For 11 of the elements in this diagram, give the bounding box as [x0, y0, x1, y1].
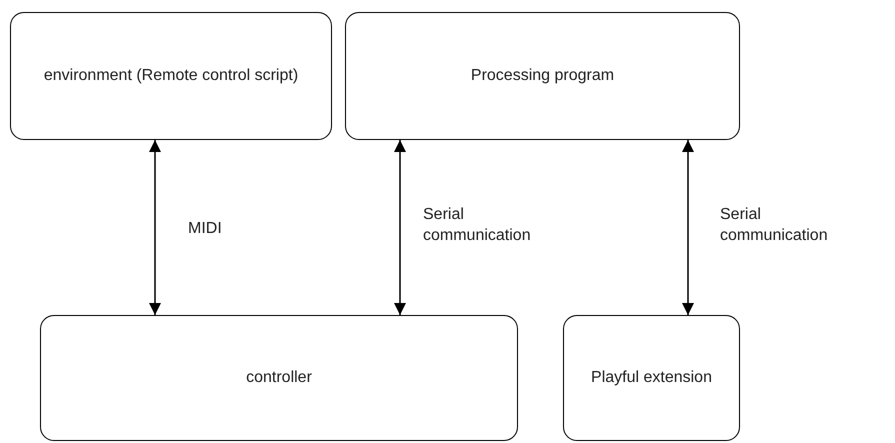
node-label: environment (Remote control script) — [42, 66, 300, 86]
double-arrow — [682, 140, 694, 315]
double-arrow — [394, 140, 406, 315]
node-label: Processing program — [470, 66, 616, 86]
rounded-box — [345, 12, 740, 140]
node-label: controller — [245, 368, 313, 388]
rounded-box — [10, 12, 332, 140]
rounded-box — [563, 315, 740, 441]
rounded-box — [40, 315, 518, 441]
double-arrow — [149, 140, 161, 315]
node-label: Playful extension — [590, 368, 713, 388]
